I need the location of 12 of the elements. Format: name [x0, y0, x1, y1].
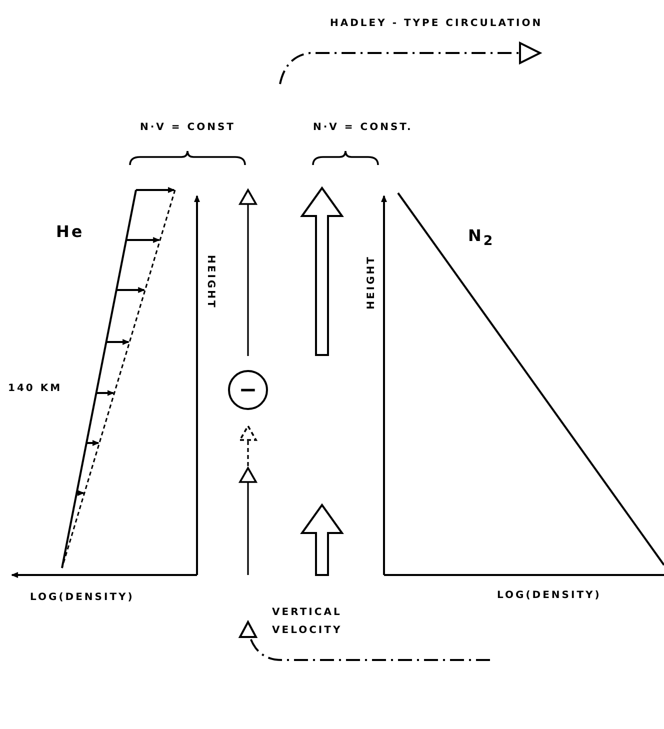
species-label: He: [56, 222, 84, 241]
species-label: N$_{2}$: [468, 226, 495, 250]
axis-label: VERTICAL VELOCITY: [272, 606, 344, 638]
axis-label: LOG(DENSITY): [497, 590, 602, 601]
altitude-label: 140 KM: [8, 383, 62, 394]
circulation-label: HADLEY - TYPE CIRCULATION: [330, 18, 543, 29]
equation-label: N·V = CONST.: [313, 122, 413, 133]
axis-label: HEIGHT: [366, 255, 377, 310]
axis-label: HEIGHT: [205, 255, 216, 310]
equation-label: N·V = CONST: [140, 122, 236, 133]
axis-label: LOG(DENSITY): [30, 592, 134, 603]
minus-circle: −: [228, 370, 268, 410]
